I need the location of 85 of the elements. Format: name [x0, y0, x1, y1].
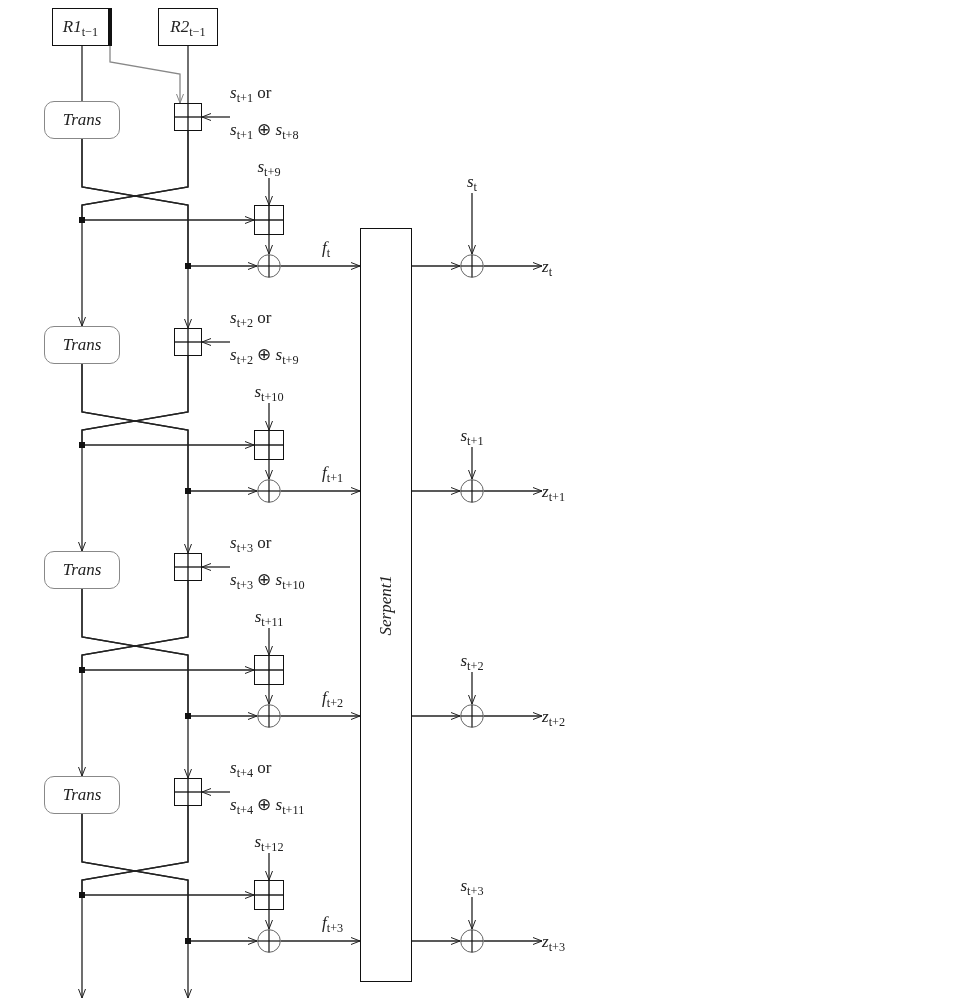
arrow: [483, 937, 543, 945]
xor-circle: [257, 929, 281, 953]
register-box: [52, 8, 112, 46]
input-label: s$_{t+2}$ ⊕ s$_{t+9}$: [230, 346, 299, 365]
arrow: [280, 262, 361, 270]
modular-adder-box: [254, 430, 284, 460]
xor-circle: [257, 254, 281, 278]
modular-adder-box: [174, 778, 202, 806]
output-label: z$_{t+1}$: [542, 480, 592, 504]
arrow: [411, 262, 461, 270]
input-label: s$_{t+10}$: [239, 381, 299, 403]
arrow: [468, 671, 476, 705]
arrow: [280, 487, 361, 495]
edge-label: f$_{t+3}$: [322, 914, 344, 933]
arrow: [411, 712, 461, 720]
arrow: [265, 459, 273, 480]
input-label: s$_{t+1}$ ⊕ s$_{t+8}$: [230, 121, 299, 140]
modular-adder-box: [254, 205, 284, 235]
function-box: [44, 776, 120, 814]
output-label: z$_{t+2}$: [542, 705, 592, 729]
connector-line: [81, 45, 83, 102]
function-label: Trans: [62, 110, 102, 130]
arrow: [280, 937, 361, 945]
xor-circle: [460, 704, 484, 728]
xor-circle: [460, 254, 484, 278]
xor-circle: [460, 479, 484, 503]
xor-circle: [257, 479, 281, 503]
arrow: [201, 113, 231, 121]
arrow: [280, 712, 361, 720]
register-label: R2$_{t−1}$: [170, 17, 206, 37]
input-label: s$_{t+9}$: [239, 156, 299, 178]
function-label: Trans: [62, 335, 102, 355]
input-label: s$_{t+3}$ ⊕ s$_{t+10}$: [230, 571, 305, 590]
arrow: [483, 487, 543, 495]
arrow: [411, 487, 461, 495]
function-box: [44, 326, 120, 364]
modular-adder-box: [254, 880, 284, 910]
edge-label: f$_{t+2}$: [322, 689, 344, 708]
input-label: s$_{t+4}$ ⊕ s$_{t+11}$: [230, 796, 305, 815]
function-box: [44, 101, 120, 139]
arrow: [468, 446, 476, 480]
input-label: s$_{t+1}$: [447, 425, 497, 447]
arrow: [201, 563, 231, 571]
arrow: [201, 338, 231, 346]
arrow: [468, 896, 476, 930]
output-label: z$_{t}$: [542, 255, 592, 279]
function-label: Trans: [62, 785, 102, 805]
arrow: [483, 262, 543, 270]
arrow: [265, 852, 273, 881]
modular-adder-box: [254, 655, 284, 685]
register-box: [158, 8, 218, 46]
modular-adder-box: [174, 328, 202, 356]
arrow: [265, 234, 273, 255]
input-label: s$_{t+3}$ or: [230, 534, 272, 553]
input-label: s$_{t+2}$ or: [230, 309, 272, 328]
input-label: s$_{t+3}$: [447, 875, 497, 897]
modular-adder-box: [174, 553, 202, 581]
connector-line: [187, 45, 189, 104]
arrow: [265, 402, 273, 431]
arrow: [109, 45, 184, 104]
function-label: Trans: [62, 560, 102, 580]
register-label: R1$_{t−1}$: [62, 17, 99, 37]
arrow: [411, 937, 461, 945]
arrow: [468, 192, 476, 255]
function-box: [44, 551, 120, 589]
output-label: z$_{t+3}$: [542, 930, 592, 954]
arrow: [265, 909, 273, 930]
xor-circle: [460, 929, 484, 953]
input-label: s$_{t}$: [447, 171, 497, 193]
edge-label: f$_{t+1}$: [322, 464, 344, 483]
arrow: [201, 788, 231, 796]
input-label: s$_{t+2}$: [447, 650, 497, 672]
input-label: s$_{t+11}$: [239, 606, 299, 628]
sbox-block: [360, 228, 412, 982]
input-label: s$_{t+4}$ or: [230, 759, 272, 778]
modular-adder-box: [174, 103, 202, 131]
arrow: [483, 712, 543, 720]
arrow: [265, 627, 273, 656]
arrow: [265, 684, 273, 705]
block-label: Serpent1: [376, 574, 396, 636]
arrow: [265, 177, 273, 206]
edge-label: f$_{t}$: [322, 239, 331, 258]
xor-circle: [257, 704, 281, 728]
input-label: s$_{t+12}$: [239, 831, 299, 853]
input-label: s$_{t+1}$ or: [230, 84, 272, 103]
